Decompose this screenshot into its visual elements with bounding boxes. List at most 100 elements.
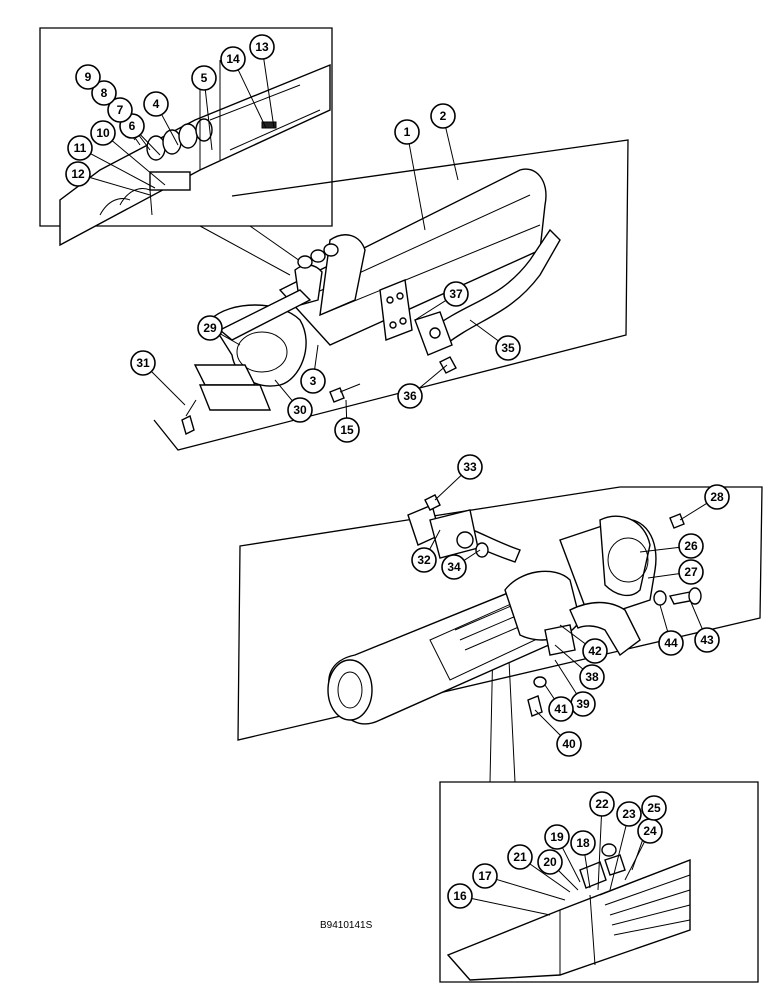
callout-9: 9 [75,64,101,90]
callout-label: 6 [129,119,136,133]
callout-38: 38 [579,664,605,690]
leader-line-38 [554,644,584,670]
callout-circle [544,824,570,850]
leader-line-3 [314,344,319,370]
callout-circle [678,533,704,559]
callout-15: 15 [334,417,360,443]
callout-label: 28 [710,490,724,504]
callout-27: 27 [678,559,704,585]
callout-11: 11 [67,135,93,161]
callout-circle [143,91,169,117]
leader-line-23 [609,825,627,891]
callout-bubbles: 1234567891011121314151617181920212223242… [65,34,730,909]
callout-label: 38 [585,670,599,684]
callout-circle [472,863,498,889]
leader-line-21 [529,863,571,893]
callout-label: 3 [310,374,317,388]
callout-label: 19 [550,830,564,844]
callout-circle [75,64,101,90]
callout-label: 11 [74,141,87,155]
callout-label: 33 [463,460,477,474]
callout-label: 43 [700,633,714,647]
callout-label: 12 [71,167,85,181]
callout-label: 24 [643,824,657,838]
leader-line-1 [408,143,426,231]
callout-label: 40 [562,737,576,751]
trunnion-bottom [504,570,581,656]
callout-label: 23 [622,807,636,821]
callout-label: 9 [85,70,92,84]
callout-circle [641,795,667,821]
callout-label: 4 [153,97,160,111]
callout-21: 21 [507,844,533,870]
callout-35: 35 [495,335,521,361]
leader-line-11 [90,153,156,189]
callout-circle [334,417,360,443]
callout-circle [678,559,704,585]
callout-4: 4 [143,91,169,117]
callout-14: 14 [220,46,246,72]
callout-circle [694,627,720,653]
callout-label: 32 [417,553,431,567]
callout-circle [249,34,275,60]
callout-circle [457,454,483,480]
cylinder-barrel-bottom [327,579,561,725]
callout-28: 28 [704,484,730,510]
leader-line-20 [558,870,579,891]
assembly-panel-top [153,139,629,451]
callout-30: 30 [287,397,313,423]
callout-label: 8 [101,86,108,100]
assembly-panel-bottom [237,486,763,741]
leader-line-26 [639,546,680,553]
grease-fitting-28 [669,513,685,529]
grease-fitting-31 [181,399,197,436]
callout-label: 31 [136,356,150,370]
leader-line-18 [584,854,591,889]
leader-line-5 [204,89,213,151]
mounting-plate [379,279,413,341]
callout-label: 15 [340,423,354,437]
callout-circle [507,844,533,870]
leader-line-42 [559,624,586,645]
callout-circle [570,830,596,856]
top-assembly [39,27,629,451]
hydraulic-tube-bottom [407,504,641,657]
callout-circle [548,696,574,722]
cylinder-end-bottom [559,515,657,621]
callout-circle [130,350,156,376]
callout-label: 39 [576,697,590,711]
callout-25: 25 [641,795,667,821]
callout-circle [394,119,420,145]
callout-42: 42 [582,638,608,664]
callout-34: 34 [441,554,467,580]
callout-label: 41 [554,702,568,716]
leader-line-10 [111,140,166,186]
callout-circle [443,281,469,307]
leader-line-12 [89,176,151,196]
callout-29: 29 [197,315,223,341]
leader-line-27 [647,573,680,579]
callout-label: 36 [403,389,417,403]
callout-32: 32 [411,547,437,573]
callout-36: 36 [397,383,423,409]
callout-circle [556,731,582,757]
leader-line-37 [414,300,447,321]
washer-44 [653,590,667,606]
callout-label: 2 [440,109,447,123]
callout-label: 20 [543,855,557,869]
callout-label: 13 [255,40,269,54]
leader-line-33 [434,474,462,501]
callout-circle [616,801,642,827]
callout-label: 22 [595,797,609,811]
callout-label: 44 [664,636,678,650]
leader-line-44 [659,604,669,632]
callout-label: 37 [449,287,463,301]
callout-label: 42 [588,644,602,658]
cylinder-barrel [278,168,547,346]
callout-label: 7 [117,103,124,117]
callout-leaders [89,58,708,916]
callout-circle [300,368,326,394]
callout-label: 21 [513,850,527,864]
callout-circle [287,397,313,423]
